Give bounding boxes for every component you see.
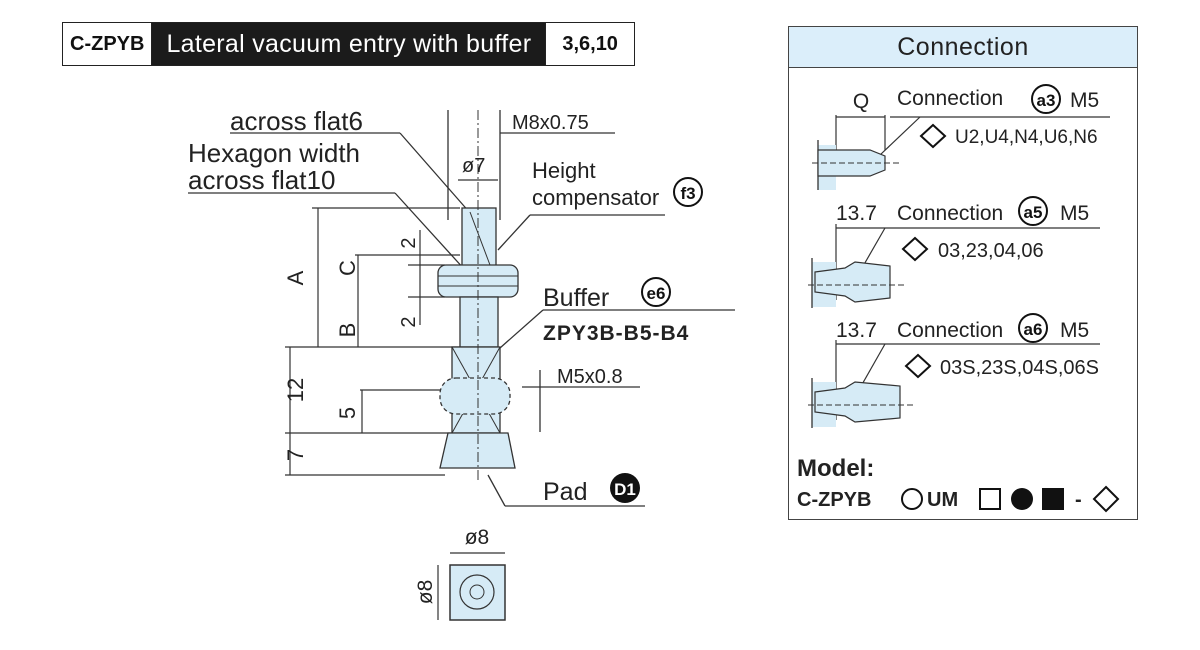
- size-list: 3,6,10: [545, 23, 634, 65]
- end-view-dia-top: ø8: [465, 526, 490, 549]
- badge-f3: [673, 177, 703, 207]
- leader-hexagon-diag: [394, 192, 466, 271]
- badge-D1-text: D1: [614, 480, 636, 499]
- label-buffer: Buffer: [543, 284, 609, 312]
- label-buffer-model: ZPY3B-B5-B4: [543, 322, 689, 345]
- label-port-thread: M5x0.8: [557, 366, 623, 388]
- leader-across-flat6-diag: [399, 132, 479, 223]
- label-across-flat6: across flat6: [230, 106, 363, 136]
- label-hexagon-line1: Hexagon width: [188, 138, 360, 168]
- badge-e6-text: e6: [647, 284, 666, 303]
- label-pad: Pad: [543, 478, 587, 506]
- dim-12: 12: [283, 378, 308, 402]
- header-bar: C-ZPYB Lateral vacuum entry with buffer …: [62, 22, 635, 66]
- dim-5: 5: [335, 407, 360, 419]
- dim-A: A: [283, 270, 308, 285]
- connection-title: Connection: [789, 27, 1137, 68]
- badge-D1: [610, 473, 640, 503]
- dim-7: 7: [283, 449, 308, 461]
- dim-2-lower: 2: [398, 316, 420, 327]
- label-height-line1: Height: [532, 158, 596, 183]
- vacuum-pad-assembly: [437, 110, 519, 482]
- page-title: Lateral vacuum entry with buffer: [152, 23, 546, 65]
- label-dia-top: ø7: [462, 155, 485, 177]
- main-drawing: across flat6 Hexagon width across flat10…: [188, 106, 735, 621]
- end-view-dia-left: ø8: [414, 580, 437, 605]
- model-code: C-ZPYB: [63, 23, 153, 65]
- end-view: [437, 552, 506, 621]
- label-height-line2: compensator: [532, 185, 659, 210]
- label-thread-top: M8x0.75: [512, 112, 589, 134]
- badge-f3-text: f3: [680, 184, 695, 203]
- dim-2-upper: 2: [398, 237, 420, 248]
- badge-e6: [641, 277, 671, 307]
- label-hexagon-line2: across flat10: [188, 165, 335, 195]
- connection-panel: Connection: [788, 26, 1138, 520]
- dim-C: C: [335, 260, 360, 276]
- dim-B: B: [335, 323, 360, 338]
